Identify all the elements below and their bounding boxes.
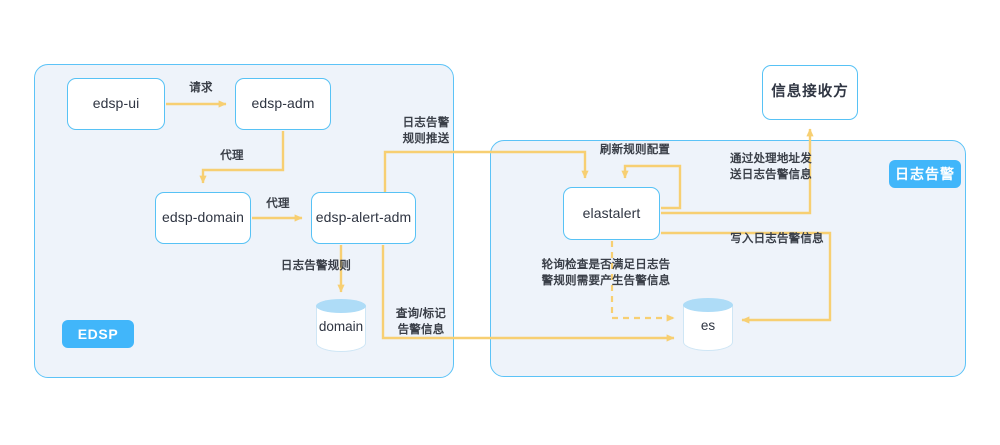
cylinder-top [683,298,733,312]
edge-label-poll-check: 轮询检查是否满足日志告 警规则需要产生告警信息 [541,259,671,287]
edge-label-notify-receiver: 通过处理地址发 送日志告警信息 [730,153,812,181]
node-receiver[interactable]: 信息接收方 [762,65,858,120]
node-label: edsp-domain [161,209,245,226]
node-edsp-domain[interactable]: edsp-domain [155,192,251,244]
node-label: edsp-alert-adm [315,209,412,226]
badge-log-alert: 日志告警 [889,160,961,188]
datastore-es[interactable]: es [683,298,733,351]
badge-edsp: EDSP [62,320,134,348]
node-label: elastalert [582,204,641,221]
edge-label-request: 请求 [189,82,213,94]
node-elastalert[interactable]: elastalert [563,187,660,240]
edge-label-write-alert: 写入日志告警信息 [730,233,824,245]
datastore-domain[interactable]: domain [316,299,366,352]
node-label: edsp-ui [92,95,140,112]
cylinder-top [316,299,366,313]
node-edsp-adm[interactable]: edsp-adm [235,78,331,130]
edge-label-refresh-rules: 刷新规则配置 [599,144,671,156]
edge-label-rule-push: 日志告警 规则推送 [402,117,450,145]
node-label: edsp-adm [251,95,315,112]
datastore-label: es [700,318,716,333]
cylinder-body [683,305,733,351]
node-edsp-ui[interactable]: edsp-ui [67,78,165,130]
node-label: 信息接收方 [771,84,849,101]
node-edsp-alert-adm[interactable]: edsp-alert-adm [311,192,416,244]
edge-label-proxy-adm-domain: 代理 [220,150,244,162]
datastore-label: domain [318,319,364,334]
edge-label-query-mark: 查询/标记 告警信息 [395,308,447,336]
edge-label-rule-store: 日志告警规则 [280,260,352,272]
edge-label-proxy-domain-alertadm: 代理 [266,198,290,210]
cylinder-body [316,306,366,352]
